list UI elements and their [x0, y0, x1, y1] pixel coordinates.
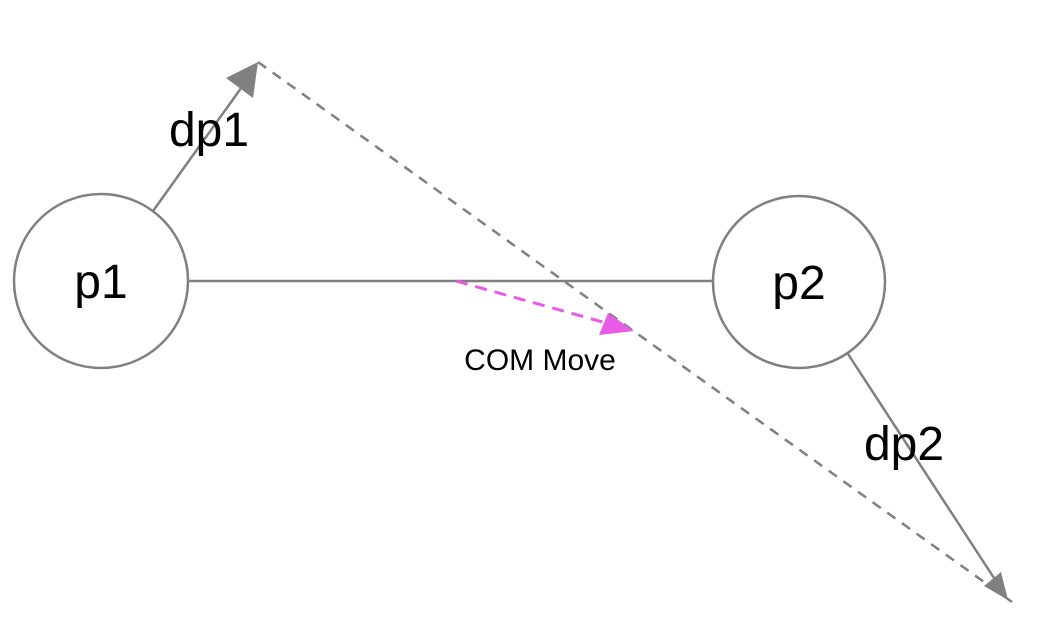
com-move-arrowhead [599, 313, 634, 335]
dp2-arrowhead [984, 572, 1008, 600]
node-p1-label: p1 [74, 256, 127, 309]
dp1-arrowhead [226, 62, 258, 98]
node-p2[interactable]: p2 [711, 194, 887, 370]
dp1-label: dp1 [169, 104, 249, 157]
node-p2-label: p2 [772, 257, 825, 310]
dp2-arrow [846, 353, 1008, 600]
node-p2-circle [711, 194, 887, 370]
dp1-dp2-dashed-line [257, 60, 1013, 604]
com-move-arrow [455, 279, 634, 335]
dp1-arrow [151, 62, 258, 212]
node-p1-circle [12, 192, 190, 370]
node-p1[interactable]: p1 [12, 192, 190, 370]
dp2-label: dp2 [864, 418, 944, 471]
com-move-label: COM Move [464, 344, 616, 377]
